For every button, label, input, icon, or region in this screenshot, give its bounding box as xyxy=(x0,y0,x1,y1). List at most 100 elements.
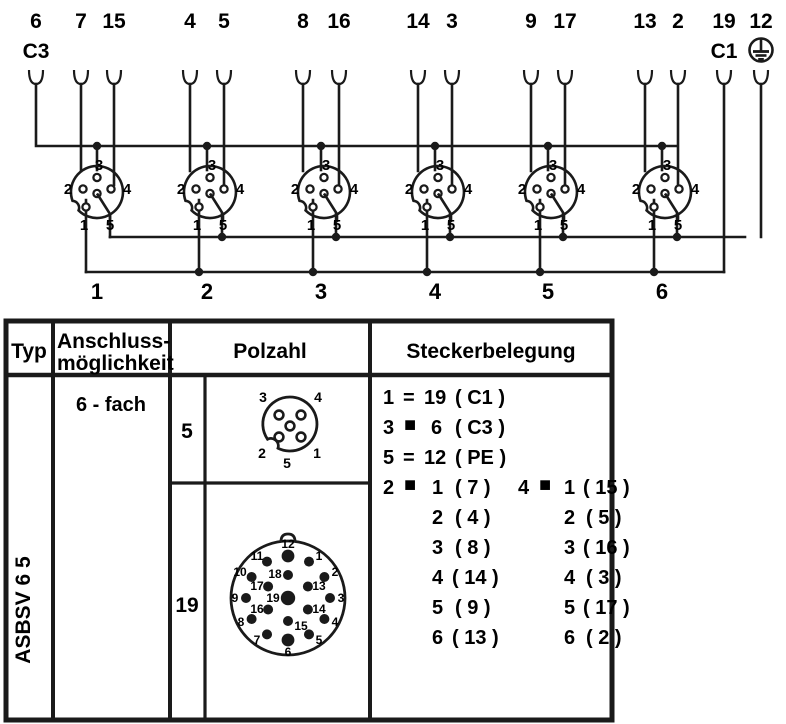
polzahl-label-5: 5 xyxy=(283,455,291,471)
socket-pin-2-1 xyxy=(78,184,88,194)
socket-pin-3-2 xyxy=(205,172,215,183)
junction-c1-4 xyxy=(422,267,432,277)
assign-direct-2-note: ( PE ) xyxy=(455,447,506,469)
socket-pin-2-2 xyxy=(191,184,201,194)
wire-label-8: 8 xyxy=(297,10,309,33)
assign-group-right-op: ■ xyxy=(539,474,551,496)
p19-label-4: 4 xyxy=(332,615,339,629)
socket-pin-2-5 xyxy=(532,184,542,194)
socket-label-2-4: 2 xyxy=(405,181,413,198)
socket-pin-2-3 xyxy=(305,184,315,194)
socket-label-1-2: 1 xyxy=(193,217,201,234)
polzahl-connector-19pin: 1 2 3 4 5 6 7 8 9 10 11 12 13 14 15 16 1… xyxy=(229,532,347,659)
connector-socket-1[interactable]: 3 2 4 1 5 xyxy=(64,157,132,234)
connector-number-5: 5 xyxy=(542,279,554,304)
socket-label-3-3: 3 xyxy=(322,157,330,174)
p19-pin-4 xyxy=(319,614,330,624)
junction-pin3-2 xyxy=(202,141,212,151)
junction-pin3-6 xyxy=(657,141,667,151)
assign-direct-1-target: 6 xyxy=(431,417,442,439)
junction-pe-5 xyxy=(558,232,568,242)
socket-label-1-4: 1 xyxy=(421,217,429,234)
p19-label-18: 18 xyxy=(268,567,282,581)
assign-group-left-pin: 2 xyxy=(383,477,394,499)
assign-right-row-0-val: ( 15 ) xyxy=(583,477,630,499)
socket-label-4-5: 4 xyxy=(577,181,586,198)
table-cell-typ-value: ASBSV 6 5 xyxy=(12,556,35,664)
socket-pin-1-3 xyxy=(308,202,318,212)
junction-c1-5 xyxy=(535,267,545,277)
socket-label-4-6: 4 xyxy=(691,181,700,198)
socket-pin5-lead-3 xyxy=(322,192,339,222)
assign-direct-1-op: ■ xyxy=(404,414,416,436)
assign-left-row-0-val: ( 7 ) xyxy=(455,477,491,499)
socket-body-4 xyxy=(410,164,466,220)
assign-left-row-5-num: 6 xyxy=(432,627,443,649)
polzahl-socket-body-5 xyxy=(261,395,319,453)
connector-socket-4[interactable]: 3 2 4 1 5 xyxy=(405,157,473,234)
junction-c1-3 xyxy=(308,267,318,277)
socket-pin-3-5 xyxy=(546,172,556,183)
connector-number-3: 3 xyxy=(315,279,327,304)
p19-pin-15 xyxy=(283,616,293,626)
socket-pin-1-2 xyxy=(194,202,204,212)
assign-right-row-0-num: 1 xyxy=(564,477,575,499)
assign-direct-1-note: ( C3 ) xyxy=(455,417,505,439)
junction-pin3-4 xyxy=(430,141,440,151)
wire-label-17: 17 xyxy=(553,10,576,33)
p19-label-8: 8 xyxy=(238,615,245,629)
assign-direct-0-op: = xyxy=(403,387,415,409)
assign-left-row-4-val: ( 9 ) xyxy=(455,597,491,619)
connector-socket-6[interactable]: 3 2 4 1 5 xyxy=(632,157,700,234)
polzahl-pin-2 xyxy=(273,431,285,443)
socket-pin-1-6 xyxy=(649,202,659,212)
table-header-steckerbelegung: Steckerbelegung xyxy=(406,340,575,363)
assign-direct-2-target: 12 xyxy=(424,447,446,469)
top-wire-labels: 6 7 15 4 5 8 16 14 3 9 17 13 2 19 12 xyxy=(30,10,773,33)
signal-labels: C3 C1 xyxy=(23,40,738,63)
connector-socket-5[interactable]: 3 2 4 1 5 xyxy=(518,157,586,234)
p19-label-9: 9 xyxy=(232,591,239,605)
connector-socket-2[interactable]: 3 2 4 1 5 xyxy=(177,157,245,234)
socket-body-6 xyxy=(637,164,693,220)
socket-pin-3-6 xyxy=(660,172,670,183)
earth-ground-icon xyxy=(748,37,774,63)
connector-number-2: 2 xyxy=(201,279,213,304)
socket-pin-4-6 xyxy=(674,184,684,194)
assign-direct-0-pin: 1 xyxy=(383,387,394,409)
socket-label-5-1: 5 xyxy=(106,217,114,234)
socket-body-2 xyxy=(182,164,238,220)
polzahl-connector-5pin: 3 4 2 1 5 xyxy=(258,389,322,471)
junction-pe-6 xyxy=(672,232,682,242)
p19-label-19: 19 xyxy=(266,591,280,605)
wire-label-9: 9 xyxy=(525,10,537,33)
junction-pin3-5 xyxy=(543,141,553,151)
socket-pin-1-5 xyxy=(535,202,545,212)
assign-right-row-2-val: ( 16 ) xyxy=(583,537,630,559)
p19-pin-5 xyxy=(304,629,314,640)
assign-right-row-2-num: 3 xyxy=(564,537,575,559)
p19-label-2: 2 xyxy=(332,565,339,579)
junction-pe-3 xyxy=(331,232,341,242)
polzahl-pin-3 xyxy=(273,409,285,421)
assign-left-row-1-val: ( 4 ) xyxy=(455,507,491,529)
p19-pin-6 xyxy=(281,633,295,647)
assign-left-row-4-num: 5 xyxy=(432,597,443,619)
socket-pin-2-6 xyxy=(646,184,656,194)
socket-pin-3-1 xyxy=(92,172,102,183)
socket-label-3-5: 3 xyxy=(549,157,557,174)
socket-pin-3-4 xyxy=(433,172,443,183)
wire-label-15: 15 xyxy=(102,10,126,33)
socket-pin5-lead-2 xyxy=(208,192,225,222)
socket-pin-2-4 xyxy=(419,184,429,194)
socket-pin-4-2 xyxy=(219,184,229,194)
socket-label-4-3: 4 xyxy=(350,181,359,198)
assign-right-row-1-val: ( 5 ) xyxy=(586,507,622,529)
p19-pin-1 xyxy=(304,556,314,567)
p19-pin-8 xyxy=(246,614,257,624)
socket-label-1-3: 1 xyxy=(307,217,315,234)
p19-label-5: 5 xyxy=(316,633,323,647)
p19-pin-9 xyxy=(241,593,251,603)
connector-socket-3[interactable]: 3 2 4 1 5 xyxy=(291,157,359,234)
p19-pin-11 xyxy=(262,556,272,567)
